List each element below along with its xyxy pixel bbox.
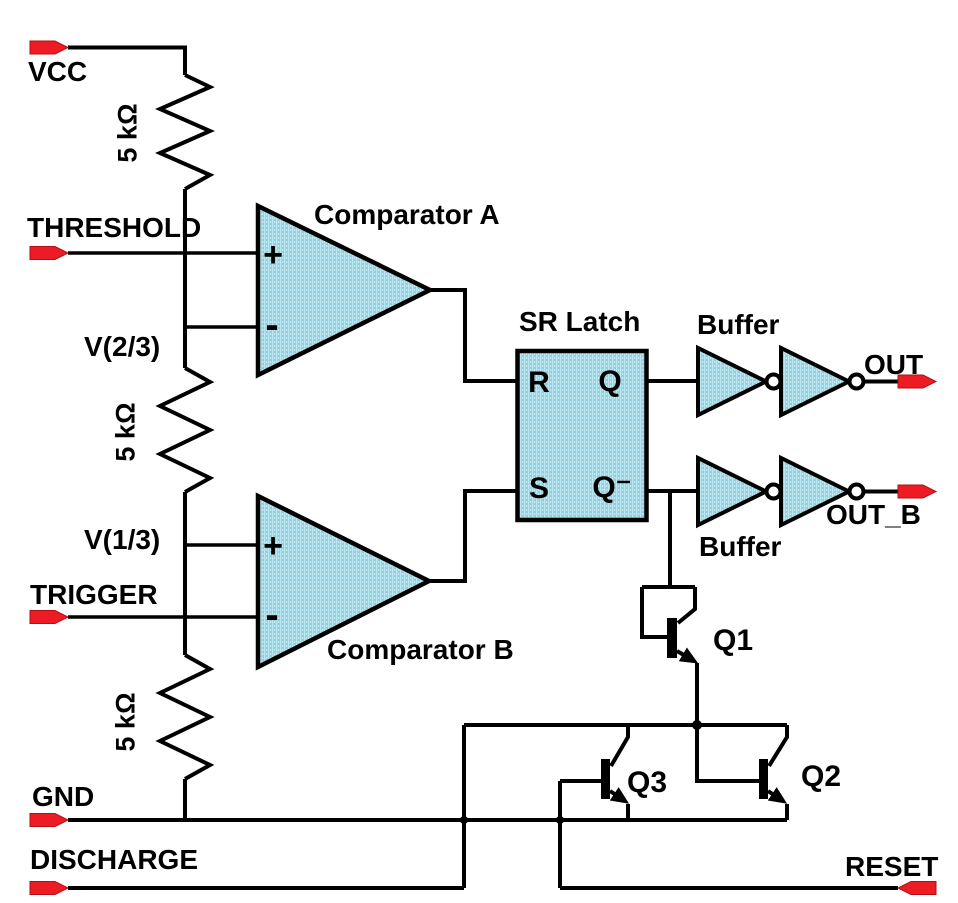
discharge-pin-icon — [29, 881, 70, 895]
comparator-b-symbol — [255, 492, 435, 671]
buffer-bottom-inverter-1 — [696, 454, 771, 529]
resistor-r1 — [155, 73, 215, 191]
v23-net-label: V(2/3) — [84, 331, 161, 362]
buffer-bottom-inverter-2 — [779, 454, 854, 529]
threshold-pin-icon — [29, 246, 70, 260]
comparator-a-label: Comparator A — [314, 199, 500, 230]
q3-emitter — [608, 787, 630, 804]
trigger-pin-label: TRIGGER — [30, 579, 158, 610]
discharge-pin-label: DISCHARGE — [30, 844, 199, 875]
q3-base-bar — [601, 759, 610, 799]
comparator-b-plus-sign: + — [263, 527, 283, 565]
latch-port-q: Q — [598, 365, 622, 398]
junction-gnd-discharge-dot — [460, 816, 468, 824]
q1-collector — [676, 587, 697, 625]
latch-port-qbar: Q⁻ — [592, 471, 632, 504]
q2-base-lead — [695, 725, 759, 783]
resistor-r3 — [155, 653, 215, 781]
buffer-bottom-label: Buffer — [699, 531, 782, 562]
out-pin-icon — [897, 374, 938, 389]
wire-comparator-b-out — [429, 489, 517, 583]
wire-comparator-a-out — [430, 288, 517, 383]
buffer-bottom-bubble-1 — [764, 482, 783, 501]
reset-pin-icon — [896, 881, 937, 895]
q1-emitter — [675, 647, 699, 664]
q1-base-bar — [667, 618, 677, 658]
comparator-a-minus-sign: - — [265, 303, 279, 347]
vcc-pin-icon — [29, 40, 70, 55]
v13-net-label: V(1/3) — [84, 524, 161, 555]
q3-label: Q3 — [626, 766, 668, 799]
q1-base-lead — [640, 587, 667, 639]
resistor-r2-value: 5 kΩ — [110, 402, 141, 462]
buffer-top-bubble-2 — [847, 372, 866, 391]
comparator-a-plus-sign: + — [263, 236, 283, 274]
gnd-pin-label: GND — [32, 781, 95, 812]
q2-label: Q2 — [800, 760, 842, 793]
vcc-pin-label: VCC — [28, 56, 88, 87]
resistor-r3-value: 5 kΩ — [110, 692, 141, 752]
comparator-b-label: Comparator B — [327, 634, 514, 665]
latch-port-r: R — [528, 366, 550, 399]
q1-label: Q1 — [712, 624, 754, 657]
resistor-r2 — [155, 366, 215, 494]
latch-port-s: S — [528, 472, 550, 505]
buffer-top-inverter-1 — [696, 344, 771, 419]
comparator-b-minus-sign: - — [265, 593, 279, 637]
wire-vcc — [68, 45, 187, 75]
out-b-pin-icon — [897, 484, 938, 499]
reset-pin-label: RESET — [845, 851, 939, 882]
junction-gnd-reset-dot — [556, 816, 564, 824]
comparator-a-symbol — [255, 202, 436, 379]
q2-collector — [767, 725, 789, 768]
buffer-top-label: Buffer — [697, 309, 780, 340]
q3-collector — [609, 725, 630, 768]
gnd-pin-icon — [29, 813, 70, 827]
buffer-top-inverter-2 — [779, 344, 854, 419]
out-pin-label: OUT — [864, 349, 924, 380]
q2-emitter — [766, 787, 788, 804]
sr-latch-label: SR Latch — [519, 306, 641, 337]
q2-base-bar — [759, 759, 768, 799]
resistor-r1-value: 5 kΩ — [112, 103, 143, 163]
out-b-pin-label: OUT_B — [826, 499, 921, 530]
trigger-pin-icon — [29, 610, 70, 624]
threshold-pin-label: THRESHOLD — [27, 212, 202, 243]
buffer-bottom-bubble-2 — [847, 482, 866, 501]
junction-node-dot — [692, 720, 702, 730]
sr-latch-box — [515, 348, 649, 523]
buffer-top-bubble-1 — [764, 372, 783, 391]
